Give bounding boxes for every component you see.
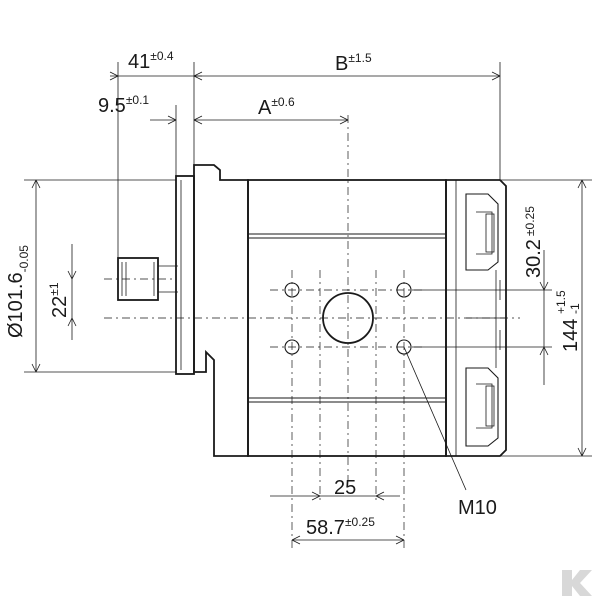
pump-body [117,164,507,457]
dim-a: A±0.6 [258,95,295,119]
svg-text:-1: -1 [568,303,582,314]
dim-41: 41±0.4 [128,49,174,73]
dim-b: B±1.5 [335,51,372,75]
svg-text:144: 144 [560,319,582,352]
flange-spigot [175,175,195,375]
dim-101-6: Ø101.6-0.05 [5,245,31,338]
dim-144: 144 +1.5 -1 [554,290,582,352]
thread-label-m10: M10 [458,497,497,519]
dim-9-5: 9.5±0.1 [98,93,149,117]
svg-text:+1.5: +1.5 [554,290,568,314]
brand-logo-icon [562,570,592,596]
dim-22: 22±1 [47,282,71,318]
dimension-labels: 41±0.4 B±1.5 9.5±0.1 A±0.6 Ø101.6-0.05 2… [5,49,582,539]
flange-plate [193,164,249,457]
center-lines [104,115,520,548]
dim-30-2: 30.2±0.25 [523,206,545,278]
dim-25: 25 [334,477,356,499]
dimension-lines [24,62,592,545]
dim-58-7: 58.7±0.25 [306,515,375,539]
